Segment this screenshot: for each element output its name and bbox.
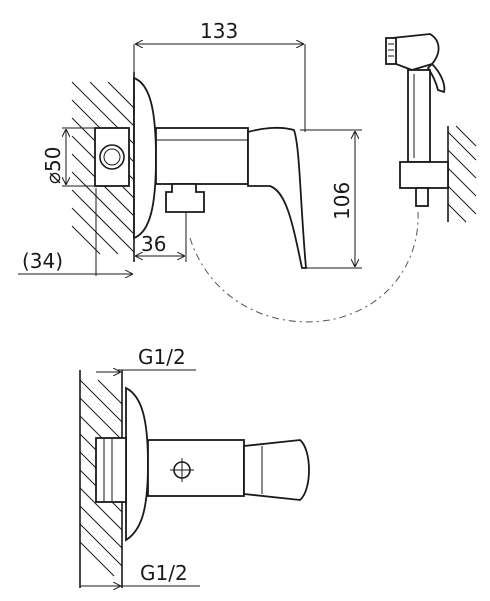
inlet-hole <box>99 144 125 170</box>
inlet-block-bottom <box>95 437 127 503</box>
hatch-r4 <box>447 185 477 215</box>
rosette-bottom <box>125 386 149 542</box>
hatch-r5 <box>447 203 467 223</box>
bottom-view: G1/2 G1/2 <box>79 345 310 588</box>
valve-body-bottom <box>147 439 245 497</box>
thread-top-label: G1/2 <box>138 345 186 369</box>
valve-body <box>155 127 249 185</box>
sprayer-nozzle <box>385 37 397 65</box>
hatch-r3 <box>447 167 477 197</box>
thread-bottom-label: G1/2 <box>140 561 188 585</box>
holder-stem <box>415 187 429 207</box>
dim-width-label: 133 <box>200 19 238 43</box>
top-view: 133 106 ⌀50 36 (34) <box>18 19 419 323</box>
lever-handle <box>247 126 307 269</box>
swing-arc <box>189 211 419 323</box>
rosette-top <box>133 76 157 240</box>
sprayer-handle <box>407 69 431 163</box>
holder-bracket <box>399 161 449 189</box>
lever-end <box>243 439 310 501</box>
dim-height-label: 106 <box>330 182 354 220</box>
inlet-hole-inner <box>103 148 121 166</box>
hatch-r1 <box>447 131 477 161</box>
dim-wall-label: (34) <box>22 249 63 273</box>
hatch-r2 <box>447 149 477 179</box>
dim-offset-label: 36 <box>141 232 166 256</box>
hatch-r6 <box>455 125 477 147</box>
sprayer-head <box>390 33 440 71</box>
hand-shower <box>385 33 477 223</box>
outlet-nipple <box>165 183 205 213</box>
dim-diameter-label: ⌀50 <box>41 147 65 185</box>
